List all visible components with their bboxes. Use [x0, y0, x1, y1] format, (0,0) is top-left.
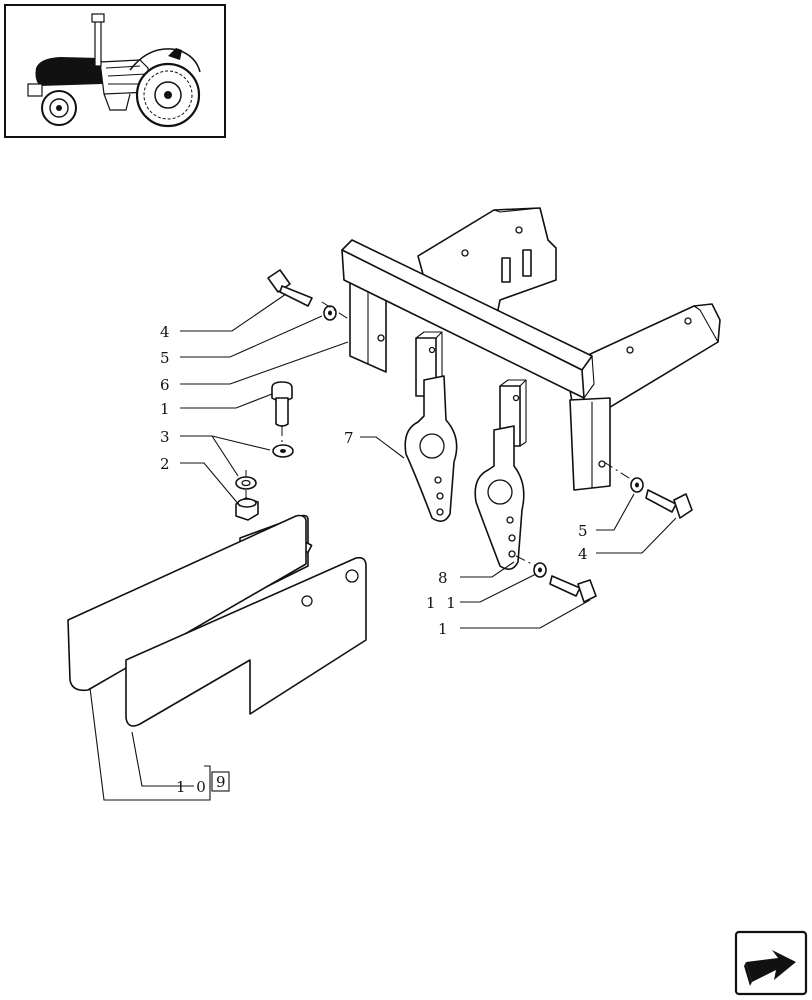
bolt-vertical	[271, 381, 293, 427]
washer-center	[272, 444, 294, 458]
shield-plate-left	[67, 514, 307, 692]
nut	[235, 497, 259, 521]
reference-box-label: 9	[216, 773, 226, 791]
callout-labels: 4 5 6 1 3 2 7 5 4 8 1 1 1 1 0	[160, 323, 591, 796]
reference-box[interactable]: 9	[204, 765, 230, 801]
callout-5-left: 5	[160, 349, 173, 367]
callout-10: 1 0	[176, 778, 209, 796]
callout-1-upper: 1	[160, 400, 173, 418]
callout-5-right: 5	[578, 522, 591, 540]
tractor-thumbnail[interactable]	[4, 4, 226, 138]
callout-7: 7	[344, 429, 357, 447]
tractor-icon	[27, 13, 201, 128]
shield-plate-right	[125, 556, 367, 727]
front-support-frame	[341, 207, 721, 491]
bolt-upper-left	[267, 269, 313, 307]
leader-lines	[89, 293, 677, 801]
callout-1-lower: 1	[438, 620, 451, 638]
hanger-bracket-right	[474, 379, 527, 570]
callout-8: 8	[438, 569, 451, 587]
callout-2: 2	[160, 455, 173, 473]
callout-3: 3	[160, 428, 173, 446]
callout-11: 1 1	[426, 594, 459, 612]
next-page-arrow-icon	[744, 950, 796, 986]
callout-4-left: 4	[160, 323, 173, 341]
bolt-right	[645, 489, 693, 519]
washer-lower-right	[533, 562, 547, 578]
washer-upper-left	[323, 305, 337, 321]
callout-4-right: 4	[578, 545, 591, 563]
washer-lower-left	[235, 476, 257, 490]
bolt-lower	[549, 575, 597, 603]
callout-6: 6	[160, 376, 173, 394]
next-page-button[interactable]	[734, 930, 808, 996]
washer-right	[630, 477, 644, 493]
hanger-bracket-left	[404, 331, 458, 522]
